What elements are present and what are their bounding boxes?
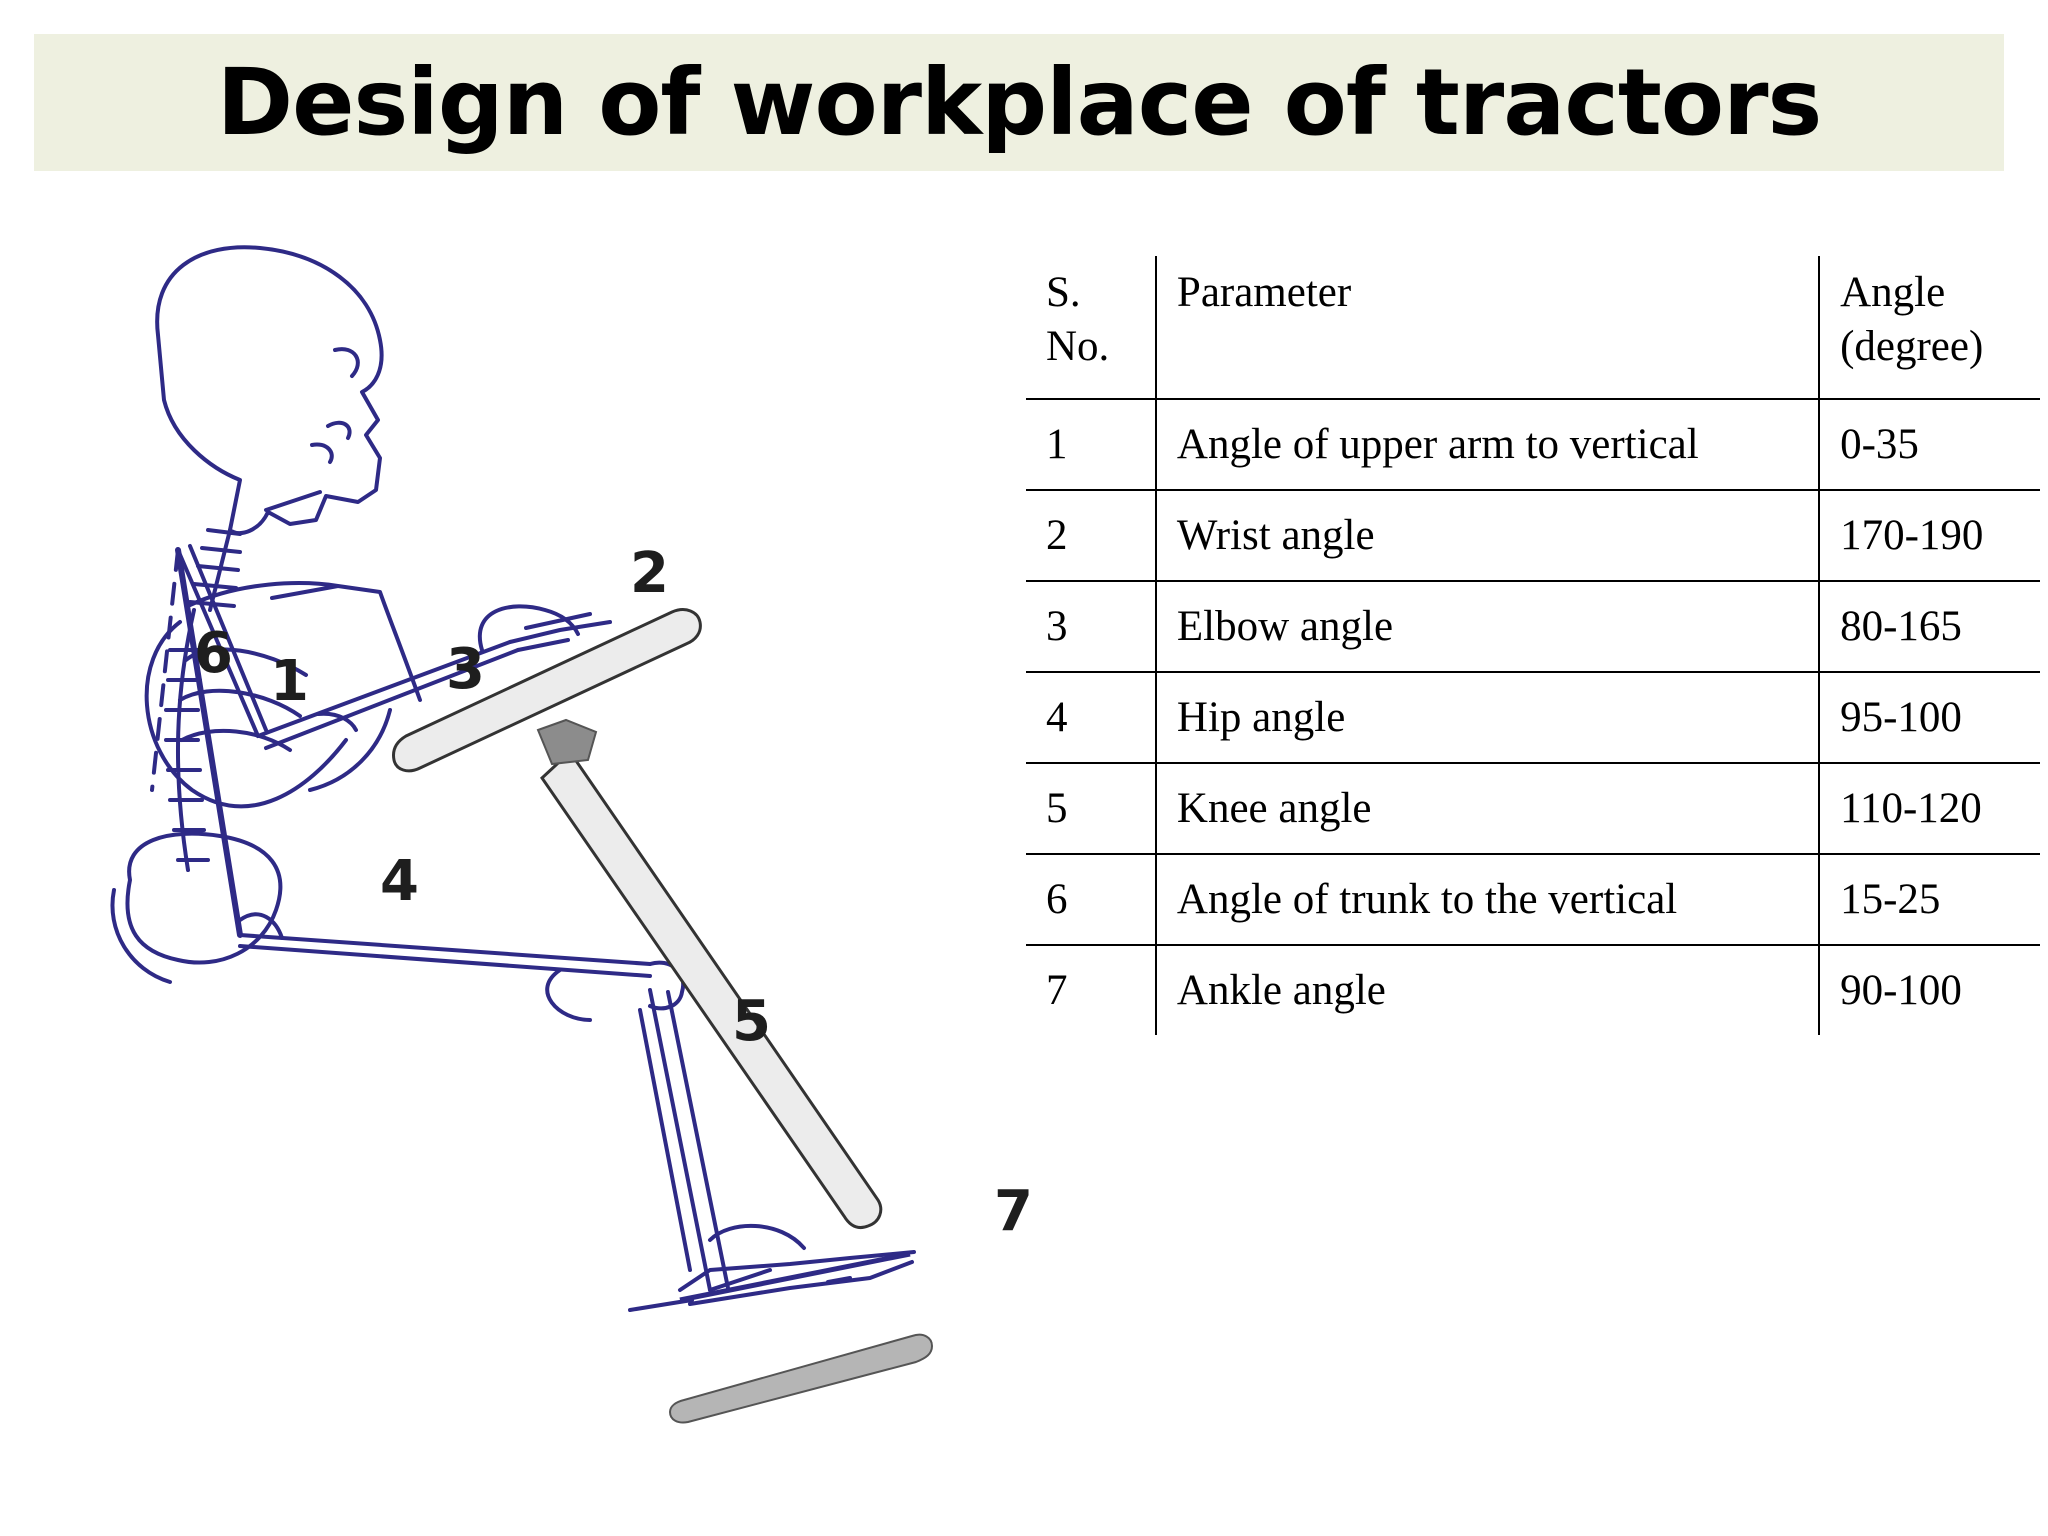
- shoulder-girdle: [188, 581, 422, 702]
- cell-parameter: Elbow angle: [1154, 581, 1821, 673]
- ankle-angle-arc: [708, 1223, 806, 1250]
- knee: [648, 960, 686, 1011]
- rib-cage-front: [308, 708, 392, 792]
- label-3: 3: [446, 637, 485, 702]
- cell-angle: 170-190: [1819, 490, 2040, 582]
- cell-sno: 1: [1026, 399, 1156, 491]
- label-4: 4: [380, 849, 419, 914]
- cell-parameter: Ankle angle: [1154, 945, 1821, 1035]
- header-sno: S. No.: [1026, 256, 1156, 400]
- table-header-row: S. No. Parameter Angle (degree): [1026, 256, 2040, 400]
- thigh: [238, 933, 652, 978]
- elbow-angle-arc: [316, 711, 358, 732]
- foot-overlay: [679, 1251, 911, 1303]
- cell-parameter: Angle of upper arm to vertical: [1154, 399, 1821, 491]
- cell-angle: 95-100: [1819, 672, 2040, 764]
- cell-parameter: Hip angle: [1154, 672, 1821, 764]
- pedal-plate: [668, 1333, 934, 1424]
- table-row: 1 Angle of upper arm to vertical 0-35: [1026, 399, 2040, 491]
- cell-sno: 5: [1026, 763, 1156, 855]
- table-row: 3 Elbow angle 80-165: [1026, 581, 2040, 673]
- label-7: 7: [994, 1179, 1033, 1244]
- label-1: 1: [270, 649, 309, 714]
- skull-outline: [155, 245, 384, 536]
- steering-column-head: [536, 718, 598, 766]
- cell-angle: 0-35: [1819, 399, 2040, 491]
- trunk-reference-line: [150, 548, 180, 792]
- spine: [164, 608, 210, 872]
- table-row: 6 Angle of trunk to the vertical 15-25: [1026, 854, 2040, 946]
- cell-angle: 90-100: [1840, 966, 1962, 1014]
- cell-sno: 7: [1046, 966, 1068, 1014]
- steering-column: [540, 749, 883, 1230]
- slide-title: Design of workplace of tractors: [216, 49, 1822, 156]
- cell-sno: 6: [1026, 854, 1156, 946]
- cell-parameter: Wrist angle: [1154, 490, 1821, 582]
- label-5: 5: [732, 989, 771, 1054]
- table-row: 2 Wrist angle 170-190: [1026, 490, 2040, 582]
- skeleton-diagram: 1 2 3 4 5 6 7: [110, 245, 1033, 1424]
- table-row: 7 Ankle angle 90-100: [1026, 945, 2040, 1035]
- table-row: 4 Hip angle 95-100: [1026, 672, 2040, 764]
- jaw-detail: [264, 420, 352, 512]
- table-row: 5 Knee angle 110-120: [1026, 763, 2040, 855]
- pelvis: [110, 831, 283, 984]
- seated-operator-figure: 1 2 3 4 5 6 7: [90, 230, 1240, 1430]
- cell-sno: 3: [1026, 581, 1156, 673]
- cell-angle: 80-165: [1819, 581, 2040, 673]
- cell-parameter: Knee angle: [1154, 763, 1821, 855]
- cervical-spine: [188, 528, 242, 612]
- hip-angle-arc: [238, 912, 284, 940]
- trunk-line: [175, 547, 243, 938]
- cell-angle: 15-25: [1819, 854, 2040, 946]
- angle-table: S. No. Parameter Angle (degree) 1 Angle …: [1026, 256, 2040, 1035]
- header-angle: Angle (degree): [1819, 256, 2040, 400]
- label-2: 2: [630, 541, 669, 606]
- label-6: 6: [194, 621, 233, 686]
- title-band: Design of workplace of tractors: [34, 34, 2004, 171]
- upper-arm: [176, 544, 268, 738]
- knee-angle-arc: [545, 968, 592, 1022]
- shin: [638, 988, 730, 1292]
- rib-cage: [144, 620, 348, 809]
- steering-wheel: [392, 608, 702, 773]
- forearm: [256, 640, 520, 750]
- header-parameter: Parameter: [1154, 256, 1821, 400]
- cell-sno: 2: [1026, 490, 1156, 582]
- eye-socket: [333, 347, 360, 378]
- cell-sno: 4: [1026, 672, 1156, 764]
- cell-parameter: Angle of trunk to the vertical: [1154, 854, 1821, 946]
- wrist-angle-arc: [477, 604, 580, 652]
- hand: [508, 612, 612, 652]
- cell-angle: 110-120: [1819, 763, 2040, 855]
- steering-assembly: [392, 608, 883, 1230]
